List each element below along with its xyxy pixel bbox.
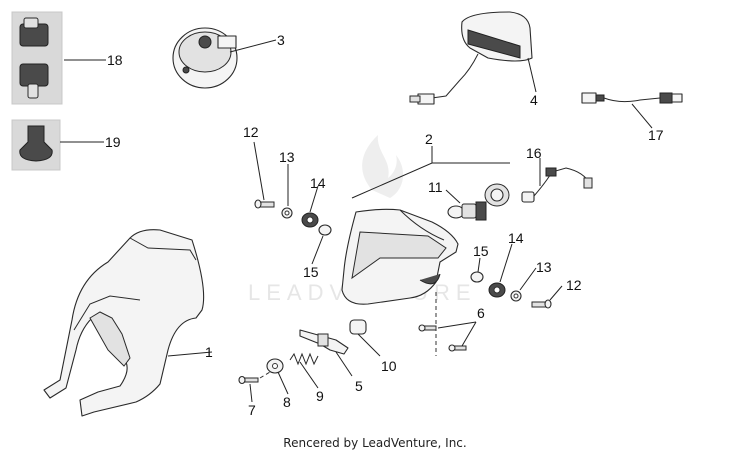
callout-14-left: 14 [310, 175, 326, 191]
callout-5: 5 [355, 378, 363, 394]
callout-6: 6 [477, 305, 485, 321]
hardware-left [254, 199, 332, 236]
callout-16: 16 [526, 145, 542, 161]
part-5-bracket [299, 329, 349, 355]
bulb-cap [484, 183, 510, 207]
callout-3: 3 [277, 32, 285, 48]
part-19-boot [11, 119, 61, 171]
part-1-fairing [43, 229, 205, 417]
callout-2: 2 [425, 131, 433, 147]
part-10-spacer [349, 319, 367, 335]
part-7-screw [238, 371, 271, 385]
leader-lines [60, 39, 653, 403]
callout-7: 7 [248, 402, 256, 418]
part-8-washer [266, 358, 284, 374]
callout-12-right: 12 [566, 277, 582, 293]
callout-15-right: 15 [473, 243, 489, 259]
part-9-spring [289, 352, 319, 366]
callout-2-bracket [351, 146, 510, 199]
footer-credit: Rencered by LeadVenture, Inc. [283, 436, 467, 450]
callout-18: 18 [107, 52, 123, 68]
callout-4: 4 [530, 92, 538, 108]
callout-11: 11 [428, 179, 443, 195]
callout-12-left: 12 [243, 124, 259, 140]
callout-8: 8 [283, 394, 291, 410]
callout-15-left: 15 [303, 264, 319, 280]
callout-13-left: 13 [279, 149, 295, 165]
callout-1: 1 [205, 344, 213, 360]
part-17-wire-harness [581, 92, 683, 104]
part-11-bulb [447, 201, 487, 221]
part-18-switches [11, 11, 63, 105]
callout-13-right: 13 [536, 259, 552, 275]
part-16-socket [521, 167, 593, 203]
callout-17: 17 [648, 127, 664, 143]
part-3-horn [172, 27, 238, 89]
callout-10: 10 [381, 358, 397, 374]
callout-labels: 1 2 3 4 5 6 7 8 9 10 11 12 13 14 15 16 1… [105, 32, 664, 418]
part-4-instrument-cluster [409, 11, 533, 105]
part-6-screws [418, 292, 467, 356]
part-2-headlight [341, 208, 459, 305]
callout-14-right: 14 [508, 230, 524, 246]
hardware-right [470, 271, 552, 309]
callout-19: 19 [105, 134, 121, 150]
callout-9: 9 [316, 388, 324, 404]
